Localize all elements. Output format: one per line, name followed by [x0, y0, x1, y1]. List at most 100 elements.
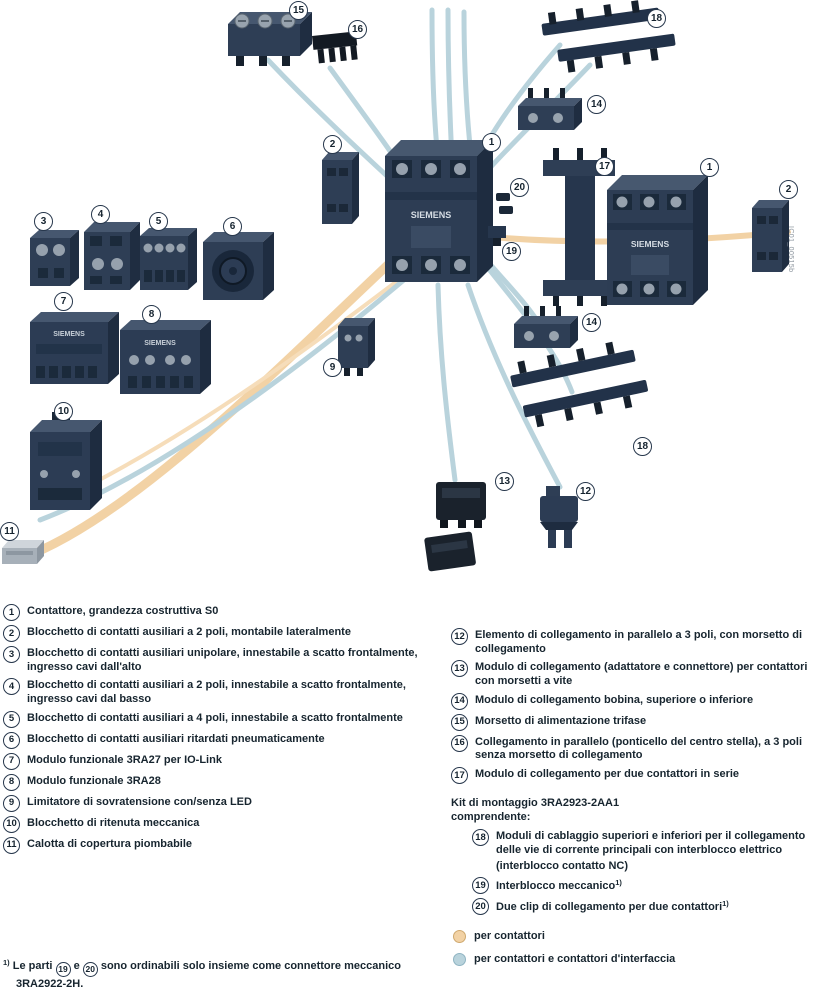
legend-number-13: 13	[451, 660, 468, 678]
kit-text-19-body: Interblocco meccanico	[496, 880, 616, 893]
legend-text-7: Modulo funzionale 3RA27 per IO-Link	[27, 753, 222, 766]
brand-label-right: SIEMENS	[631, 239, 670, 249]
function-module-7: SIEMENS	[30, 312, 119, 384]
legend-item-15: 15 Morsetto di alimentazione trifase	[451, 713, 825, 731]
connection-clips-20	[496, 193, 513, 214]
footnote-num-19: 19	[55, 961, 71, 977]
legend-text-10: Blocchetto di ritenuta meccanica	[27, 816, 200, 829]
legend-item-1: 1 Contattore, grandezza costruttiva S0	[3, 604, 437, 621]
callout-9: 9	[323, 358, 342, 377]
color-key-blue: per contattori e contattori d'interfacci…	[453, 952, 825, 967]
legend-number-14: 14	[451, 692, 468, 710]
legend-text-5: Blocchetto di contatti ausiliari a 4 pol…	[27, 711, 403, 724]
callout-17: 17	[595, 157, 614, 176]
callout-2-left: 2	[323, 135, 342, 154]
legend-text-16: Collegamento in parallelo (ponticello de…	[475, 735, 803, 762]
callout-2-right: 2	[779, 180, 798, 199]
legend-number-10: 10	[3, 815, 20, 833]
callout-18-bottom: 18	[633, 437, 652, 456]
legend-number-5: 5	[3, 710, 20, 728]
legend-text-11: Calotta di copertura piombabile	[27, 837, 193, 850]
wiring-modules-18-top	[541, 0, 676, 73]
exploded-diagram: SIEMENS	[0, 0, 798, 572]
color-key-tan-label: per contattori	[474, 930, 545, 943]
series-link-module-17	[543, 148, 615, 306]
legend-item-16: 16 Collegamento in parallelo (ponticello…	[451, 734, 825, 763]
function-module-8: SIEMENS	[120, 320, 211, 394]
kit-block: Kit di montaggio 3RA2923-2AA1 comprenden…	[451, 796, 825, 967]
callout-5: 5	[149, 212, 168, 231]
legend-number-15: 15	[451, 713, 468, 731]
legend-number-11: 11	[3, 836, 20, 854]
callout-19: 19	[502, 242, 521, 261]
brand-label-module7: SIEMENS	[53, 331, 85, 338]
legend-item-13: 13 Modulo di collegamento (adattatore e …	[451, 660, 825, 688]
legend-number-4: 4	[3, 678, 20, 696]
legend-number-1: 1	[3, 604, 20, 621]
callout-3: 3	[34, 212, 53, 231]
legend-text-3: Blocchetto di contatti ausiliari unipola…	[27, 647, 418, 673]
kit-text-20-body: Due clip di collegamento per due contatt…	[496, 901, 723, 914]
three-phase-terminal-15	[228, 12, 312, 66]
kit-number-18: 18	[472, 829, 489, 847]
brand-label-module8: SIEMENS	[144, 340, 176, 347]
legend-item-12: 12 Elemento di collegamento in parallelo…	[451, 628, 825, 656]
latch-block-10	[30, 412, 102, 510]
kit-number-19: 19	[472, 877, 489, 895]
kit-text-19: Interblocco meccanico1)	[496, 877, 622, 894]
footnote-mid: e	[73, 960, 80, 972]
parallel-link-12	[540, 486, 578, 548]
legend-number-12: 12	[451, 628, 468, 645]
legend-text-17: Modulo di collegamento per due contattor…	[475, 767, 740, 780]
brand-label-center: SIEMENS	[411, 210, 452, 220]
legend-column-left: 1 Contattore, grandezza costruttiva S0 2…	[3, 604, 437, 858]
callout-14-bottom: 14	[582, 313, 601, 332]
kit-item-19: 19 Interblocco meccanico1)	[472, 877, 825, 895]
legend-number-9: 9	[3, 794, 20, 812]
callout-16: 16	[348, 20, 367, 39]
legend-number-3: 3	[3, 646, 20, 663]
callout-13: 13	[495, 472, 514, 491]
mechanical-interlock-19	[488, 226, 506, 246]
legend-text-15: Morsetto di alimentazione trifase	[475, 714, 647, 727]
legend-item-9: 9 Limitatore di sovratensione con/senza …	[3, 794, 437, 812]
legend-item-10: 10 Blocchetto di ritenuta meccanica	[3, 815, 437, 833]
legend-text-12: Elemento di collegamento in parallelo a …	[475, 629, 803, 655]
legend-number-17: 17	[451, 766, 468, 784]
callout-14-top: 14	[587, 95, 606, 114]
aux-contact-block-2-left	[322, 152, 359, 224]
blue-color-swatch	[453, 952, 466, 966]
aux-block-4	[84, 222, 140, 290]
kit-items: 18 Moduli di cablaggio superiori e infer…	[472, 829, 825, 916]
callout-12: 12	[576, 482, 595, 501]
callout-11: 11	[0, 522, 19, 541]
kit-number-20: 20	[472, 898, 489, 916]
legend-text-14: Modulo di collegamento bobina, superiore…	[475, 693, 754, 706]
color-key-blue-label: per contattori e contattori d'interfacci…	[474, 952, 676, 965]
legend-number-7: 7	[3, 752, 20, 770]
kit-text-19-sup: 1)	[615, 878, 622, 888]
legend-item-11: 11 Calotta di copertura piombabile	[3, 836, 437, 854]
kit-text-20-sup: 1)	[722, 899, 729, 909]
legend-item-7: 7 Modulo funzionale 3RA27 per IO-Link	[3, 752, 437, 770]
legend-item-3: 3 Blocchetto di contatti ausiliari unipo…	[3, 646, 437, 674]
legend-item-5: 5 Blocchetto di contatti ausiliari a 4 p…	[3, 710, 437, 728]
legend-number-6: 6	[3, 731, 20, 749]
surge-suppressor-9	[338, 318, 375, 376]
legend-item-4: 4 Blocchetto di contatti ausiliari a 2 p…	[3, 678, 437, 706]
comb-connector-16	[312, 31, 358, 64]
callout-10: 10	[54, 402, 73, 421]
legend-number-2: 2	[3, 625, 20, 642]
contactor-1-center: SIEMENS	[385, 140, 493, 282]
coil-module-14-top	[518, 88, 582, 130]
tan-color-swatch	[453, 930, 466, 944]
pneumatic-block-6	[203, 232, 274, 300]
coil-module-14-bottom	[514, 306, 578, 348]
callout-1-right: 1	[700, 158, 719, 177]
callout-7: 7	[54, 292, 73, 311]
kit-title: Kit di montaggio 3RA2923-2AA1	[451, 796, 620, 809]
legend-number-16: 16	[451, 734, 468, 752]
color-key: per contattori per contattori e contatto…	[453, 929, 825, 966]
legend-text-9: Limitatore di sovratensione con/senza LE…	[27, 795, 252, 808]
